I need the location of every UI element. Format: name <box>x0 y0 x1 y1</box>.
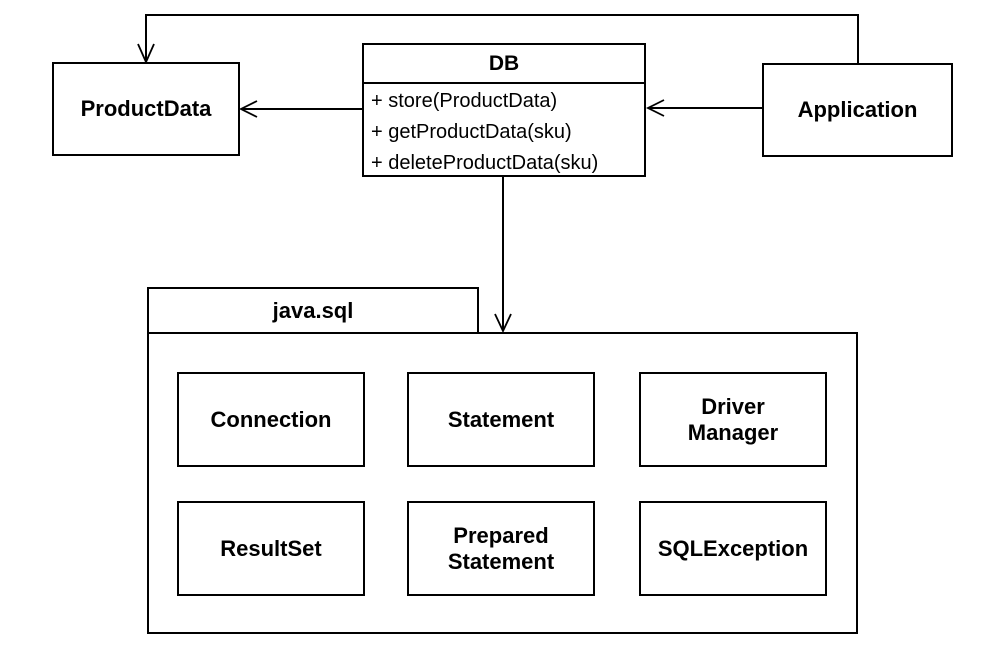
prepared-statement-label-line2: Statement <box>447 548 555 574</box>
driver-manager-label-line2: Manager <box>687 419 779 445</box>
db-class-title: DB <box>364 45 644 84</box>
connection-label: Connection <box>210 406 332 432</box>
driver-manager-class-box: Driver Manager <box>639 372 827 467</box>
db-method-getproductdata: + getProductData(sku) <box>371 121 572 143</box>
resultset-class-box: ResultSet <box>177 501 365 596</box>
javasql-package-tab: java.sql <box>147 287 479 334</box>
arrow-db-to-productdata <box>238 100 362 118</box>
resultset-label: ResultSet <box>220 535 322 561</box>
prepared-statement-class-box: Prepared Statement <box>407 501 595 596</box>
statement-label: Statement <box>447 406 555 432</box>
arrow-application-to-db <box>645 99 762 117</box>
prepared-statement-label-line1: Prepared <box>453 522 549 548</box>
db-class-box: DB + store(ProductData) + getProductData… <box>362 43 646 177</box>
connection-class-box: Connection <box>177 372 365 467</box>
application-class-box: Application <box>762 63 953 157</box>
productdata-label: ProductData <box>80 96 212 121</box>
arrow-db-to-javasql <box>494 177 512 334</box>
application-label: Application <box>797 97 918 122</box>
productdata-class-box: ProductData <box>52 62 240 156</box>
statement-class-box: Statement <box>407 372 595 467</box>
sqlexception-class-box: SQLException <box>639 501 827 596</box>
db-method-store: + store(ProductData) <box>371 90 558 112</box>
db-method-deleteproductdata: + deleteProductData(sku) <box>371 152 599 174</box>
db-methods-compartment: + store(ProductData) + getProductData(sk… <box>364 84 644 179</box>
driver-manager-label-line1: Driver <box>701 393 765 419</box>
sqlexception-label: SQLException <box>657 535 809 561</box>
